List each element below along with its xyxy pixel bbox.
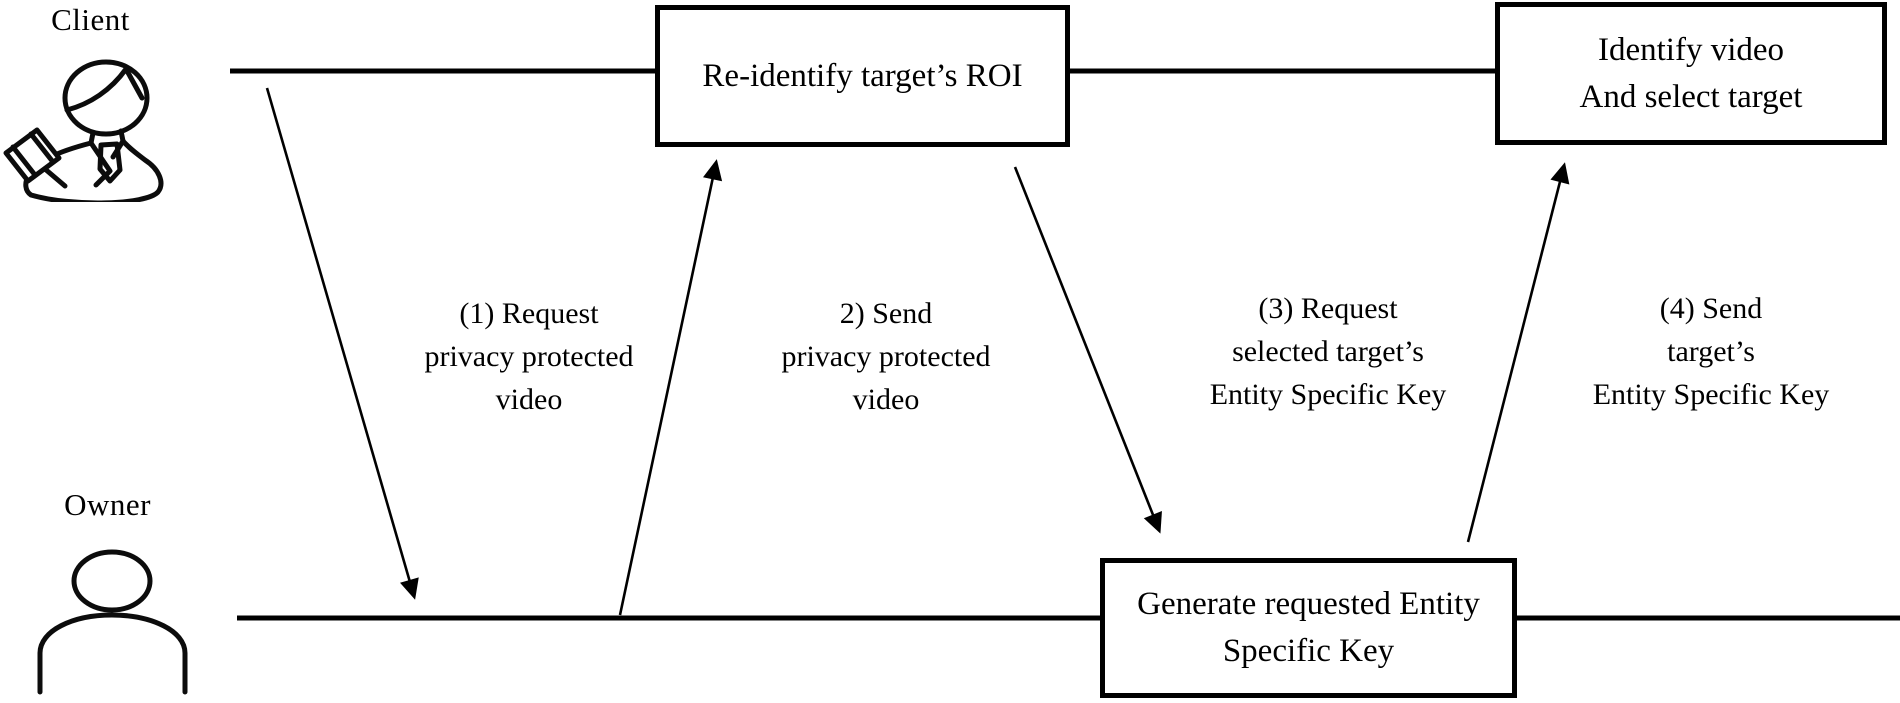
message-1-line3: video — [495, 383, 563, 416]
arrow-2-send-video — [618, 159, 723, 616]
message-label-4: (4) Send target’s Entity Specific Key — [1558, 287, 1864, 416]
message-4-line3: Entity Specific Key — [1592, 378, 1830, 411]
arrow-4-send-key — [1466, 162, 1570, 543]
owner-actor-label: Owner — [64, 487, 151, 522]
message-label-3: (3) Request selected target’s Entity Spe… — [1180, 287, 1476, 416]
message-4-line1: (4) Send — [1659, 292, 1763, 325]
owner-icon — [35, 545, 195, 695]
message-3-line1: (3) Request — [1258, 292, 1398, 325]
arrow-3-request-key — [1013, 166, 1162, 534]
box-generate-key-line2: Specific Key — [1222, 633, 1395, 669]
message-4-line2: target’s — [1667, 335, 1755, 368]
message-1-line1: (1) Request — [459, 297, 599, 330]
box-generate-key: Generate requested Entity Specific Key — [1100, 558, 1517, 698]
message-2-line3: video — [852, 383, 920, 416]
message-label-2: 2) Send privacy protected video — [740, 292, 1032, 421]
client-icon — [0, 52, 185, 206]
box-identify-video-line2: And select target — [1579, 78, 1803, 115]
box-reidentify-roi: Re-identify target’s ROI — [655, 5, 1070, 147]
box-identify-video: Identify video And select target — [1495, 2, 1887, 145]
box-generate-key-line1: Generate requested Entity — [1137, 586, 1480, 623]
message-3-line3: Entity Specific Key — [1209, 378, 1447, 411]
message-2-line2: privacy protected — [781, 340, 991, 373]
box-identify-video-line1: Identify video — [1597, 31, 1785, 68]
client-actor-label: Client — [51, 2, 130, 37]
message-1-line2: privacy protected — [424, 340, 634, 373]
arrow-1-request-video — [265, 87, 419, 600]
message-2-line1: 2) Send — [839, 297, 933, 330]
box-reidentify-roi-text: Re-identify target’s ROI — [702, 57, 1023, 94]
message-label-1: (1) Request privacy protected video — [383, 292, 675, 421]
message-3-line2: selected target’s — [1232, 335, 1424, 368]
